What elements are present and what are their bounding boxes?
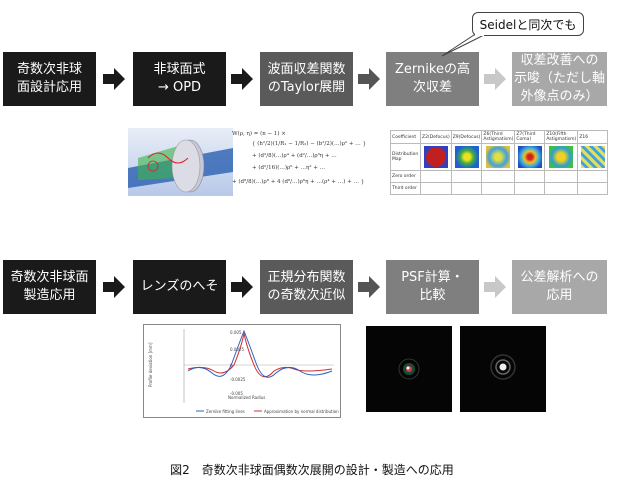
table-header: Z9(Defocus): [450, 130, 483, 144]
row2-box-normal-dist: 正規分布関数 の奇数次近似: [260, 260, 353, 314]
row2-box-psf: PSF計算・ 比較: [386, 260, 479, 314]
table-cell: [544, 170, 579, 183]
table-cell: [420, 170, 452, 183]
row1-box-opd: 非球面式 → OPD: [133, 52, 226, 106]
figure-caption: 図2 奇数次非球面偶数次展開の設計・製造への応用: [170, 463, 454, 477]
table-cell: [481, 182, 516, 195]
seidel-callout-text: Seidelと同次でも: [479, 17, 577, 32]
psf-image-2: [460, 326, 546, 412]
row2-arrow-1: [103, 276, 125, 298]
row2-arrow-3: [358, 276, 380, 298]
row1-arrow-3: [358, 68, 380, 90]
row2-box-manufacture-label: 奇数次非球面 製造応用: [10, 270, 89, 303]
row2-box-psf-label: PSF計算・ 比較: [401, 270, 464, 303]
row1-box-design: 奇数次非球面設計応用: [3, 52, 96, 106]
table-cell: [514, 170, 546, 183]
ytick-2: 0: [230, 363, 233, 368]
row1-box-improve: 収差改善への 示唆（ただし軸 外像点のみ）: [512, 52, 607, 106]
table-cell: [577, 170, 609, 183]
table-header: Coefficient: [390, 130, 421, 144]
row1-arrow-1: [103, 68, 125, 90]
legend-0: Zernike fitting lines: [206, 409, 245, 414]
zernike-table: Coefficient Z2(Defocus) Z9(Defocus) Z6(T…: [390, 130, 614, 196]
table-header: Z10(Fifth Astigmatism): [544, 130, 579, 144]
plot-xlabel: Normalized Radius: [228, 395, 265, 400]
table-cell: [577, 182, 609, 195]
psf-image-1: [366, 326, 452, 412]
legend-1: Approximation by normal distribution: [264, 409, 339, 414]
ytick-3: -0.0025: [230, 377, 246, 382]
row2-box-tolerance: 公差解析への 応用: [512, 260, 607, 314]
table-cell: [481, 170, 516, 183]
zernike-map-z16: [580, 146, 605, 168]
row1-box-improve-label: 収差改善への 示唆（ただし軸 外像点のみ）: [514, 53, 606, 104]
table-cell: [450, 182, 483, 195]
table-cell: [450, 170, 483, 183]
table-cell: [514, 182, 546, 195]
zernike-map-z6: [486, 146, 511, 168]
table-row-label: Zero order: [390, 170, 421, 183]
plot-ylabel: Profile deviation [mm]: [148, 342, 153, 387]
row2-box-tolerance-label: 公差解析への 応用: [520, 270, 599, 303]
row1-box-taylor-label: 波面収差関数 のTaylor展開: [267, 62, 346, 95]
row2-box-manufacture: 奇数次非球面 製造応用: [3, 260, 96, 314]
table-row-label: Distribution Map: [390, 143, 421, 171]
zernike-map-z2: [423, 146, 448, 168]
deviation-plot: 0.005 0.0025 0 -0.0025 -0.005 Profile de…: [143, 324, 341, 418]
row1-box-zernike: Zernikeの高 次収差: [386, 52, 479, 106]
zernike-map-z9: [454, 146, 479, 168]
table-header: Z16: [577, 130, 609, 144]
row2-arrow-4: [484, 276, 506, 298]
row2-box-lens-navel: レンズのへそ: [133, 260, 226, 314]
row1-box-taylor: 波面収差関数 のTaylor展開: [260, 52, 353, 106]
row2-box-normal-dist-label: 正規分布関数 の奇数次近似: [267, 270, 346, 303]
row1-box-opd-label: 非球面式 → OPD: [153, 62, 206, 95]
table-cell: [544, 182, 579, 195]
table-header: Z6(Third Astigmatism): [481, 130, 516, 144]
ytick-0: 0.005: [230, 330, 242, 335]
row1-box-design-label: 奇数次非球面設計応用: [16, 62, 82, 95]
row2-arrow-2: [231, 276, 253, 298]
row2-box-lens-navel-label: レンズのへそ: [140, 279, 219, 294]
table-header: Z2(Defocus): [420, 130, 452, 144]
seidel-callout: Seidelと同次でも: [472, 12, 584, 36]
taylor-equation-block: W(ρ, η) = (n − 1) × { (h²/2)(1/R₁ − 1/R₂…: [232, 131, 366, 185]
row1-arrow-4: [484, 68, 506, 90]
row1-box-zernike-label: Zernikeの高 次収差: [395, 62, 470, 95]
row1-arrow-2: [231, 68, 253, 90]
zernike-map-z7: [517, 146, 542, 168]
table-row-label: Third order: [390, 182, 421, 195]
callout-pointer: [441, 34, 485, 57]
ytick-4: -0.005: [230, 391, 243, 396]
table-cell: [420, 182, 452, 195]
zernike-map-z10: [549, 146, 574, 168]
table-header: Z7(Third Coma): [514, 130, 546, 144]
lens-render-image: [128, 128, 233, 196]
